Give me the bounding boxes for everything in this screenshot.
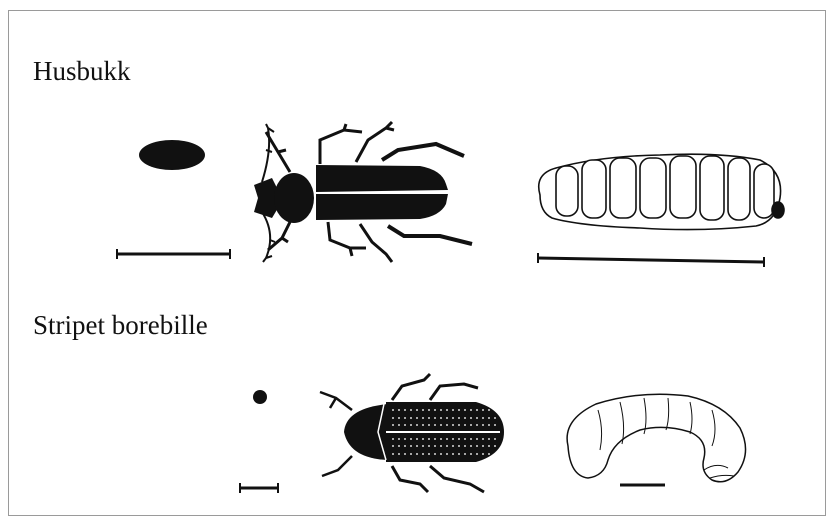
husbukk-adult-beetle — [254, 122, 472, 262]
borebille-adult-beetle — [320, 374, 504, 492]
husbukk-egg — [139, 140, 205, 170]
borebille-larva — [567, 394, 745, 482]
husbukk-egg-scale-bar — [117, 249, 230, 259]
borebille-egg-scale-bar — [240, 483, 278, 493]
husbukk-larva-scale-bar — [538, 253, 764, 267]
borebille-egg — [253, 390, 267, 404]
husbukk-larva — [539, 154, 784, 229]
